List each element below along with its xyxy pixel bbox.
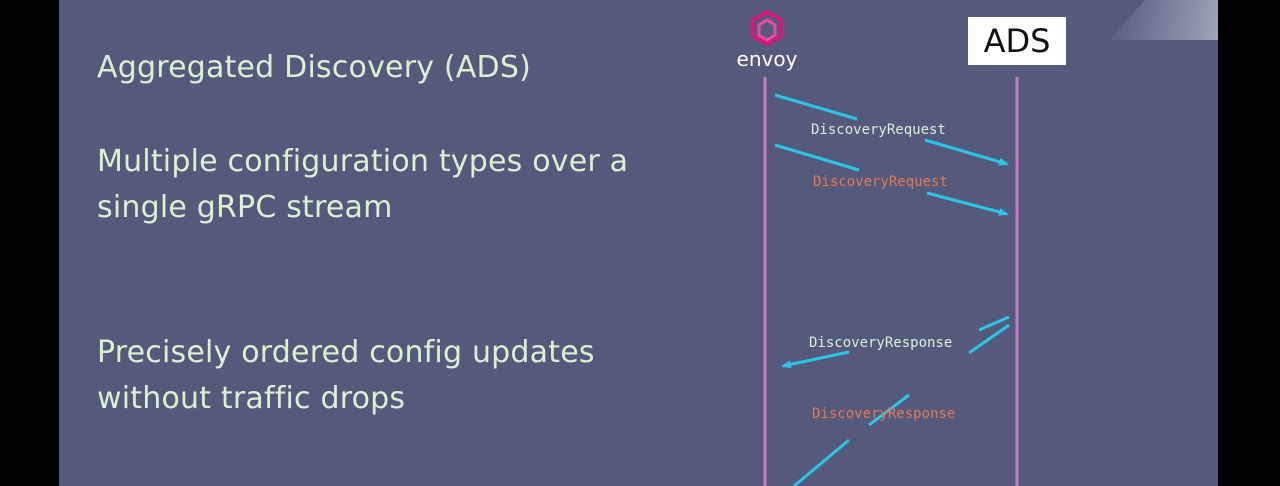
- sequence-diagram: [763, 77, 1019, 486]
- envoy-logo: envoy: [731, 10, 803, 74]
- response-1-arrow: [978, 315, 1010, 332]
- message-label-response-1: DiscoveryResponse: [809, 335, 953, 351]
- request-2-arrow-head: [926, 191, 1009, 216]
- response-2-arrow-tail: [868, 393, 910, 427]
- bullet-point-1: Multiple configuration types over a sing…: [97, 139, 677, 231]
- ads-label: ADS: [968, 17, 1066, 65]
- bullet-point-1-line-2: single gRPC stream: [97, 190, 393, 225]
- bullet-point-1-line-1: Multiple configuration types over a: [97, 144, 629, 179]
- envoy-hexagon-icon: [751, 10, 783, 47]
- bullet-point-2-line-2: without traffic drops: [97, 381, 406, 416]
- request-2-arrow: [774, 143, 860, 172]
- response-2-arrow-lower: [793, 438, 850, 486]
- response-2-arrow: [968, 323, 1010, 355]
- message-label-response-2: DiscoveryResponse: [812, 406, 956, 422]
- bullet-point-2-line-1: Precisely ordered config updates: [97, 335, 595, 370]
- slide: Aggregated Discovery (ADS) Multiple conf…: [59, 0, 1218, 486]
- response-1-arrow-head: [781, 350, 850, 369]
- message-label-request-2: DiscoveryRequest: [813, 174, 948, 190]
- slide-title: Aggregated Discovery (ADS): [97, 50, 531, 85]
- envoy-label: envoy: [736, 47, 798, 71]
- bullet-point-2: Precisely ordered config updates without…: [97, 330, 677, 422]
- request-1-arrow: [774, 93, 858, 121]
- request-1-arrow-head: [924, 138, 1009, 166]
- message-label-request-1: DiscoveryRequest: [811, 122, 946, 138]
